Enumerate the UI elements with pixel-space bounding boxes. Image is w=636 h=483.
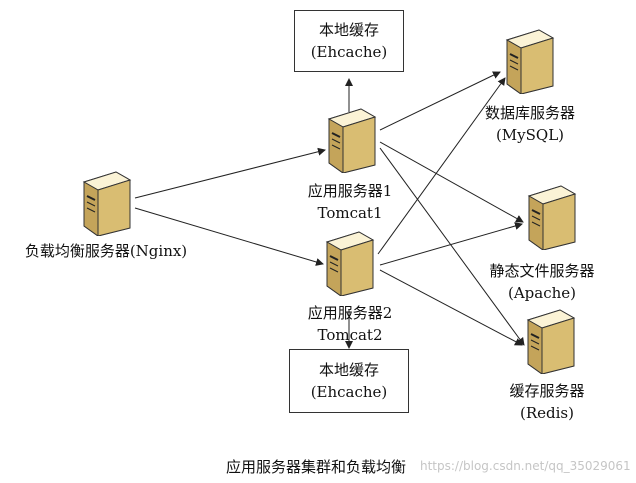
- cache-title: 本地缓存: [318, 361, 379, 379]
- load-balancer-name: 负载均衡服务器(Nginx): [24, 242, 188, 260]
- static-file-server-icon: [527, 185, 577, 250]
- db-server-name: 数据库服务器: [484, 104, 575, 122]
- redis-server-subtitle: (Redis): [520, 404, 574, 422]
- app-server-1-name: 应用服务器1: [307, 182, 393, 200]
- app-server-1-tomcat: Tomcat1: [317, 204, 383, 222]
- db-server-subtitle: (MySQL): [495, 126, 565, 144]
- edge-app2-to-db: [377, 77, 506, 255]
- edge-app1-to-redis: [379, 147, 525, 346]
- cache-subtitle: (Ehcache): [310, 43, 388, 61]
- local-cache-box-top: 本地缓存 (Ehcache): [294, 10, 404, 72]
- app-server-1-icon: [327, 108, 377, 173]
- app-server-2-name: 应用服务器2: [307, 304, 393, 322]
- redis-server-label: 缓存服务器 (Redis): [492, 380, 602, 424]
- diagram-caption: 应用服务器集群和负载均衡: [226, 458, 407, 476]
- load-balancer-server-icon: [82, 171, 132, 236]
- edge-lb-to-app2: [134, 207, 324, 266]
- cache-subtitle: (Ehcache): [310, 383, 388, 401]
- edge-app2-to-static: [379, 222, 523, 266]
- static-server-name: 静态文件服务器: [489, 262, 595, 280]
- app-server-2-label: 应用服务器2 Tomcat2: [290, 302, 410, 346]
- edge-app1-to-db: [379, 71, 501, 131]
- edge-lb-to-app1: [134, 147, 326, 199]
- watermark: https://blog.csdn.net/qq_35029061: [420, 459, 631, 473]
- app-server-1-label: 应用服务器1 Tomcat1: [290, 180, 410, 224]
- db-server-icon: [505, 29, 555, 94]
- app-server-2-icon: [325, 231, 375, 296]
- local-cache-box-bottom: 本地缓存 (Ehcache): [289, 349, 409, 413]
- load-balancer-label: 负载均衡服务器(Nginx): [4, 240, 208, 262]
- edge-app2-to-redis: [379, 269, 523, 346]
- db-server-label: 数据库服务器 (MySQL): [470, 102, 590, 146]
- cache-title: 本地缓存: [318, 21, 379, 39]
- redis-server-icon: [526, 309, 576, 374]
- static-server-label: 静态文件服务器 (Apache): [472, 260, 612, 304]
- static-server-subtitle: (Apache): [507, 284, 577, 302]
- edge-app1-to-static: [379, 141, 524, 223]
- redis-server-name: 缓存服务器: [509, 382, 585, 400]
- app-server-2-tomcat: Tomcat2: [317, 326, 383, 344]
